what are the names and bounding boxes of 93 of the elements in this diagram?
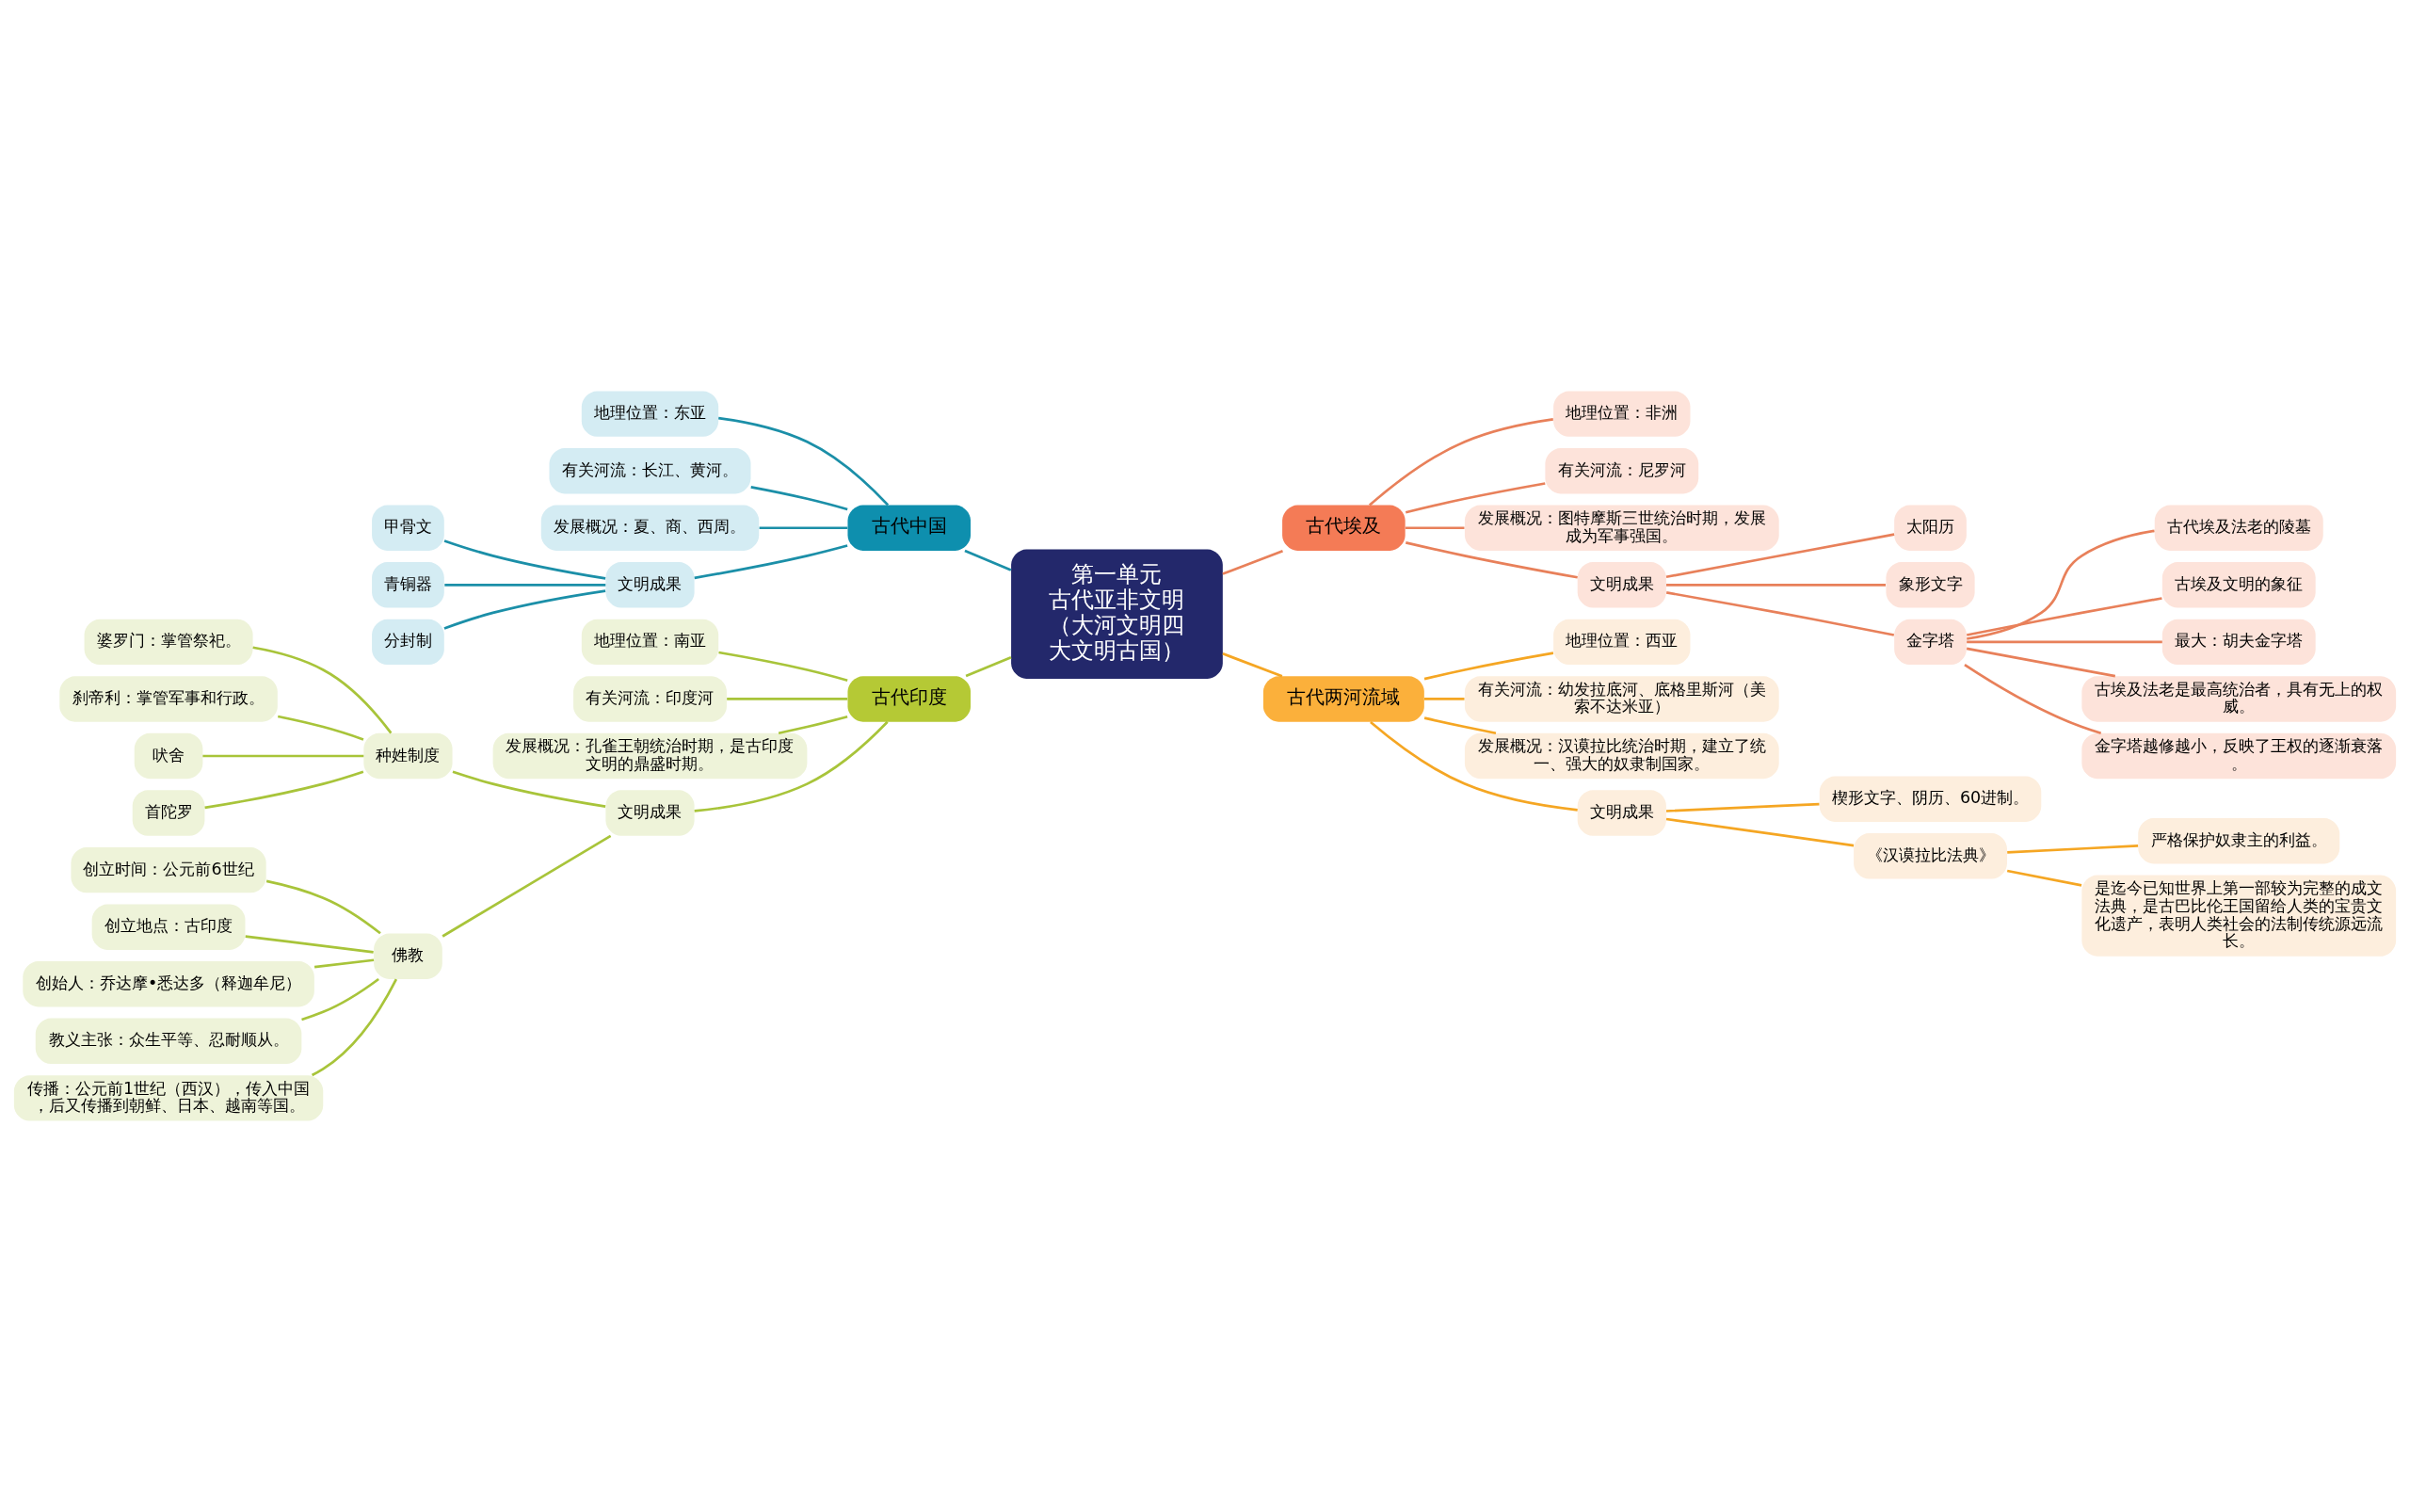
connector <box>2007 844 2139 854</box>
connector <box>311 978 398 1077</box>
node-box: 种姓制度 <box>363 732 453 780</box>
connector <box>965 655 1012 678</box>
node-box: 地理位置：东亚 <box>581 391 719 437</box>
connector <box>1665 533 1895 579</box>
connector <box>778 715 848 734</box>
connector <box>1966 647 2116 678</box>
connector <box>1967 640 2162 644</box>
node-box: 古代埃及法老的陵墓 <box>2154 505 2323 551</box>
connector <box>204 770 364 810</box>
connector <box>252 646 393 734</box>
node-box: 创立时间：公元前6世纪 <box>71 846 266 893</box>
node-box: 古埃及法老是最高统治者，具有无上的权威。 <box>2081 676 2397 722</box>
node-box: 发展概况：汉谟拉比统治时期，建立了统一、强大的奴隶制国家。 <box>1464 732 1779 780</box>
connector <box>301 977 379 1021</box>
connector <box>694 544 848 580</box>
connector <box>1423 651 1554 681</box>
connector <box>1966 597 2162 636</box>
node-box: 文明成果 <box>605 562 695 608</box>
node-box: 古埃及文明的象征 <box>2161 562 2316 608</box>
node-box: 婆罗门：掌管祭祀。 <box>84 619 253 666</box>
node-box: 严格保护奴隶主的利益。 <box>2138 817 2340 864</box>
node-box: 象形文字 <box>1886 562 1975 608</box>
node-box: 吠舍 <box>134 732 203 780</box>
connector <box>313 958 375 969</box>
connector <box>718 651 848 682</box>
connector <box>1222 549 1283 575</box>
node-box: 古代印度 <box>847 676 971 722</box>
node-box: 第一单元 古代亚非文明（大河文明四大文明古国） <box>1011 549 1223 679</box>
node-box: 太阳历 <box>1894 505 1967 551</box>
connector <box>694 720 889 812</box>
connector <box>1423 716 1497 735</box>
node-box: 有关河流：长江、黄河。 <box>549 447 751 494</box>
connector <box>443 539 606 580</box>
connector <box>442 834 612 938</box>
node-box: 最大：胡夫金字塔 <box>2161 619 2316 666</box>
node-box: 教义主张：众生平等、忍耐顺从。 <box>35 1018 302 1065</box>
node-box: 文明成果 <box>1577 562 1666 608</box>
node-box: 佛教 <box>374 933 442 979</box>
connector <box>1964 664 2102 734</box>
node-box: 发展概况：图特摩斯三世统治时期，发展成为军事强国。 <box>1464 505 1779 551</box>
node-box: 发展概况：夏、商、西周。 <box>540 505 760 551</box>
connector <box>750 486 848 511</box>
node-box: 古代埃及 <box>1282 505 1406 551</box>
node-box: 是迄今已知世界上第一部较为完整的成文法典，是古巴比伦王国留给人类的宝贵文化遗产，表明人类社会的法制传统源远流长。 <box>2081 875 2397 957</box>
node-box: 创始人：乔达摩•悉达多（释迦牟尼） <box>23 961 314 1007</box>
connector <box>444 583 606 587</box>
node-box: 有关河流：尼罗河 <box>1545 447 1699 494</box>
connector <box>1368 418 1553 507</box>
node-box: 地理位置：非洲 <box>1553 391 1691 437</box>
connector <box>443 589 606 630</box>
connector <box>277 715 364 741</box>
connector <box>202 754 364 758</box>
connector <box>964 549 1012 571</box>
connector <box>1222 652 1283 678</box>
node-box: 文明成果 <box>605 790 695 836</box>
connector <box>1665 591 1895 636</box>
node-box: 创立地点：古印度 <box>91 904 246 950</box>
connector <box>1666 583 1886 587</box>
connector <box>1424 698 1465 700</box>
node-box: 分封制 <box>372 619 444 666</box>
connector <box>245 935 374 954</box>
node-box: 甲骨文 <box>372 505 444 551</box>
connector <box>452 770 606 808</box>
connector <box>1370 721 1578 812</box>
node-box: 有关河流：幼发拉底河、底格里斯河（美索不达米亚） <box>1464 676 1779 722</box>
node-box: 《汉谟拉比法典》 <box>1854 833 2007 879</box>
connector <box>718 416 890 507</box>
node-box: 发展概况：孔雀王朝统治时期，是古印度文明的鼎盛时期。 <box>492 732 808 780</box>
node-box: 古代中国 <box>847 505 971 551</box>
node-box: 刹帝利：掌管军事和行政。 <box>59 676 278 722</box>
connector <box>1665 817 1855 847</box>
node-box: 青铜器 <box>372 562 444 608</box>
connector <box>759 526 848 530</box>
node-box: 文明成果 <box>1577 790 1666 836</box>
connector <box>265 879 381 935</box>
node-box: 传播：公元前1世纪（西汉），传入中国，后又传播到朝鲜、日本、越南等国。 <box>13 1075 324 1121</box>
connector <box>727 698 848 700</box>
node-box: 金字塔越修越小，反映了王权的逐渐衰落。 <box>2081 732 2397 780</box>
node-box: 地理位置：南亚 <box>581 619 719 666</box>
node-box: 地理位置：西亚 <box>1553 619 1691 666</box>
node-box: 首陀罗 <box>132 790 205 836</box>
connector <box>1406 541 1578 579</box>
connector <box>2006 869 2082 887</box>
connector <box>1967 529 2155 640</box>
node-box: 金字塔 <box>1894 619 1967 666</box>
node-box: 古代两河流域 <box>1262 676 1424 722</box>
node-box: 有关河流：印度河 <box>573 676 727 722</box>
node-box: 楔形文字、阴历、60进制。 <box>1819 776 2042 822</box>
connector <box>1405 482 1546 514</box>
connector <box>1665 802 1820 812</box>
connector <box>1405 526 1465 530</box>
